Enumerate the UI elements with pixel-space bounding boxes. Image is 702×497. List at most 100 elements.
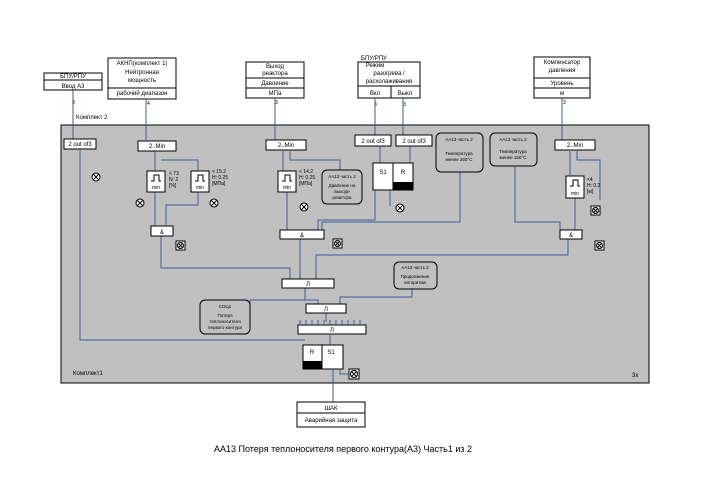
vote-block-d: 2 out of3 — [354, 134, 392, 147]
wires — [72, 90, 601, 402]
vote-a-label: 2 out of3 — [68, 142, 92, 148]
min-block-4: min — [565, 175, 585, 199]
callout-outlet-pressure: АА13 часть 2 Давление на выходе реактора — [321, 169, 363, 205]
or-bus-label: Л — [330, 328, 334, 334]
min-3-label: min — [283, 185, 291, 191]
vykhod-row1: Давление — [261, 81, 289, 87]
c4-l1: Продолжение — [401, 274, 430, 279]
threshold-2: < 15.2 H: 0.25 [МПа] — [212, 169, 228, 187]
vote-f-label: 2..Min — [567, 143, 583, 149]
sr-bottom-r: R — [310, 350, 315, 356]
bpu-left-row: Ввод А3 — [62, 84, 85, 90]
c3-title: АА13 часть 2 — [499, 137, 527, 142]
bpu-right-line1: Режим — [366, 63, 385, 69]
komp-row2: м — [560, 91, 564, 97]
callout-continuation: АА13 часть 2 Продолжение алгоритма — [393, 261, 438, 290]
vykhod-line2: реактора — [262, 71, 288, 77]
threshold-1: < 73 N: 2 [%] — [169, 171, 179, 189]
or-bus-block: Л — [297, 320, 367, 335]
pulse-2-label: Л — [324, 307, 328, 313]
times-label: 3x — [632, 373, 638, 379]
indicator-square-icon — [590, 205, 601, 216]
bpu-right-line3: расхолаживания — [366, 79, 412, 85]
sr-top-s: S1 — [379, 170, 387, 176]
vote-block-b: 2..Min — [137, 140, 177, 152]
t1-l1: < 73 — [169, 171, 179, 177]
vykhod-line1: Выход — [266, 64, 284, 70]
t2-l3: [МПа] — [212, 181, 226, 187]
vote-block-f: 2..Min — [554, 139, 596, 151]
t3-l3: [МПа] — [299, 181, 313, 187]
c4-l2: алгоритма — [404, 280, 426, 285]
t2-l1: < 15.2 — [212, 169, 226, 175]
t2-l2: H: 0.25 — [212, 175, 228, 181]
heatup-cooldown-box: БПУ/РПУ Режим разогрева / расхолаживания… — [357, 56, 421, 108]
callout-temp-260: АА13 часть 2 Температура менее 260°С — [435, 132, 484, 173]
callout-soc1: СОЦ1 Потеря теплоносителя первого контур… — [199, 299, 251, 335]
c5-l2: теплоносителя — [209, 319, 241, 324]
vykhod-row2: МПа — [269, 91, 282, 97]
komp-line2: давления — [549, 68, 576, 74]
aknp-line2: Нейтронная — [125, 69, 159, 76]
reactor-outlet-box: Выход реактора Давление МПа 3 — [245, 61, 305, 106]
indicator-square-icon — [332, 238, 343, 249]
min-block-1: min — [146, 170, 166, 193]
vote-block-a: 2 out of3 — [63, 138, 97, 150]
threshold-4: <4 H: 0.2 [м] — [587, 177, 601, 195]
logic-panel — [60, 124, 650, 384]
and-2-label: & — [300, 233, 304, 239]
btn-on: Вкл — [370, 91, 381, 97]
vote-c-label: 2..Min — [278, 143, 294, 149]
komp-row1: Уровень — [550, 81, 573, 87]
t4-l2: H: 0.2 — [587, 183, 601, 189]
count-off: 3 — [403, 102, 406, 108]
komp-count: 3 — [563, 100, 566, 106]
indicator-square-icon — [594, 240, 605, 251]
c1-l2: выходе — [334, 189, 350, 194]
min-block-2: min — [190, 170, 210, 193]
aknp-title: АКНП(комплект 1) — [117, 61, 168, 67]
vote-e-label: 2 out of3 — [402, 139, 426, 145]
min-2-label: min — [196, 185, 204, 191]
aknp-box: АКНП(комплект 1) Нейтронная мощность раб… — [107, 57, 177, 107]
c2-title: АА13 часть 2 — [445, 137, 473, 142]
callout-temp-150: АА13 часть 2 Температура менее 150°С — [489, 132, 538, 167]
t3-l2: H: 0.25 — [299, 175, 315, 181]
min-4-label: min — [571, 191, 579, 197]
min-block-3: min — [277, 170, 297, 193]
c5-l3: первого контура — [208, 325, 242, 330]
vote-block-c: 2..Min — [265, 139, 307, 151]
c3-l1: Температура — [499, 149, 527, 154]
indicator-circle-icon — [209, 198, 219, 208]
vote-b-label: 2..Min — [149, 144, 165, 150]
t3-l1: < 14.2 — [299, 169, 313, 175]
t1-l3: [%] — [169, 183, 177, 189]
c2-l1: Температура — [445, 151, 473, 156]
vykhod-count: 3 — [275, 100, 278, 106]
sr-top-r: R — [401, 170, 406, 176]
indicator-circle-icons — [91, 172, 405, 213]
indicator-square-icon — [348, 368, 360, 380]
bpu-left-title: БПУ/РПУ — [60, 74, 86, 80]
aknp-line3: мощность — [128, 78, 156, 84]
min-1-label: min — [152, 185, 160, 191]
pressurizer-box: Компенсатор давления Уровень м 3 — [533, 56, 591, 106]
indicator-circle-icon — [91, 172, 101, 182]
c1-l1: Давление на — [329, 183, 356, 188]
pulse-block-1: Л — [281, 278, 335, 289]
c5-l1: Потеря — [217, 313, 233, 318]
t4-l1: <4 — [587, 177, 593, 183]
indicator-circle-icon — [299, 202, 309, 212]
sr-bottom-s: S1 — [327, 350, 335, 356]
komplekt1-label: Комплект1 — [73, 371, 103, 377]
pulse-1-label: Л — [306, 282, 310, 288]
indicator-square-icons — [175, 205, 605, 380]
output-title: ШАК — [325, 406, 339, 412]
indicator-circle-icon — [395, 203, 405, 213]
komp-line1: Компенсатор — [544, 60, 581, 66]
and-3-label: & — [569, 233, 573, 239]
aknp-row: рабочий диапазон — [117, 90, 168, 97]
threshold-3: < 14.2 H: 0.25 [МПа] — [299, 169, 315, 187]
and-gate-1: & — [150, 225, 174, 237]
